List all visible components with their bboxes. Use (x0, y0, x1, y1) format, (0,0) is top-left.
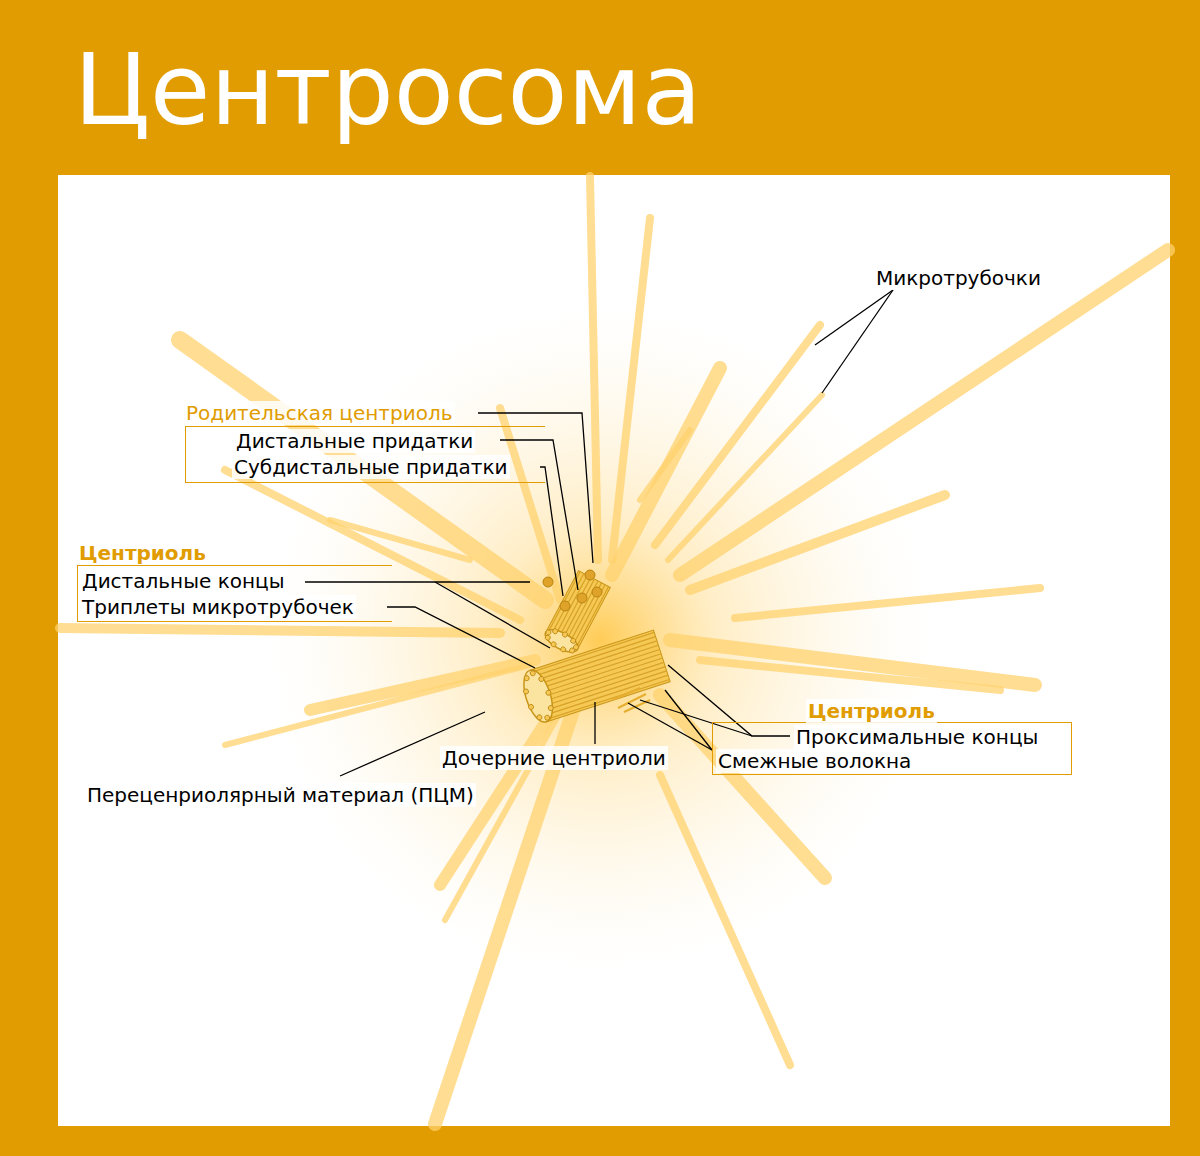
leader-line (815, 290, 893, 345)
part-label: Переценриолярный материал (ПЦМ) (85, 783, 476, 807)
microtubule (60, 628, 500, 633)
microtubule (660, 775, 790, 1065)
microtubule (330, 520, 470, 560)
leader-line (668, 665, 790, 736)
leader-line (435, 582, 550, 648)
part-label: Смежные волокна (716, 749, 913, 773)
microtubule (690, 495, 945, 590)
microtubule (700, 660, 1000, 690)
microtubule (180, 340, 545, 600)
leader-line (665, 690, 712, 750)
leader-line (822, 290, 893, 393)
microtubule (310, 660, 535, 710)
microtubule (680, 250, 1168, 575)
leader-line (478, 413, 593, 563)
appendage (577, 593, 587, 603)
bracket-box: ЦентриольДистальные концыТриплеты микрот… (77, 565, 392, 622)
leader-line (500, 440, 578, 590)
linker-fibers (612, 688, 650, 712)
group-heading: Центриоль (77, 541, 208, 565)
leader-line (628, 703, 712, 750)
microtubule (640, 430, 690, 500)
part-label: Проксимальные концы (794, 725, 1040, 749)
group-heading: Родительская центриоль (184, 401, 455, 425)
leader-line (540, 467, 563, 596)
microtubule (500, 408, 560, 600)
leader-line (387, 607, 535, 668)
microtubule (655, 325, 820, 545)
centriole-cylinder (518, 630, 670, 725)
leader-line (594, 702, 595, 744)
appendage (585, 570, 595, 580)
part-label: Триплеты микротрубочек (80, 595, 356, 619)
microtubule (735, 588, 1040, 618)
microtubule (590, 176, 598, 560)
centriole-cylinder (541, 571, 610, 658)
part-label: Субдистальные придатки (232, 455, 510, 479)
part-label: Микротрубочки (874, 266, 1043, 290)
bracket-box: ЦентриольПроксимальные концыСмежные воло… (712, 722, 1072, 775)
appendage (560, 601, 570, 611)
leader-line (305, 581, 530, 582)
microtubule (612, 368, 720, 575)
part-label: Дочерние центриоли (440, 746, 668, 770)
appendage (543, 577, 553, 587)
group-heading: Центриоль (806, 699, 937, 723)
appendage (592, 587, 602, 597)
title: Центросома (74, 30, 702, 150)
bracket-box: Родительская центриольДистальные придатк… (185, 426, 545, 483)
part-label: Дистальные придатки (234, 429, 475, 453)
part-label: Дистальные концы (80, 569, 286, 593)
